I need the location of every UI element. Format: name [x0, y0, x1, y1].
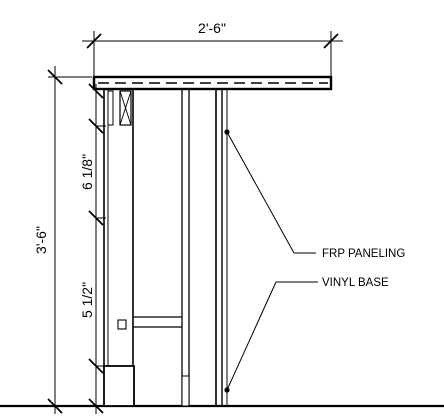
height-dimension: 3'-6": [33, 66, 92, 414]
lower-detail-label: 5 1/2": [79, 282, 95, 318]
base-block: [103, 365, 135, 407]
detail-dimensions: 6 1/8" 5 1/2": [79, 83, 106, 414]
small-square: [117, 319, 127, 330]
top-blocking: [107, 90, 132, 126]
frp-paneling-label: FRP PANELING: [322, 248, 405, 260]
frp-callout: FRP PANELING: [224, 129, 405, 260]
countertop: [92, 75, 333, 91]
top-dimension: 2'-6": [82, 20, 343, 76]
overall-height-label: 3'-6": [33, 226, 49, 254]
cabinet-front: [103, 89, 134, 406]
top-width-label: 2'-6": [198, 20, 226, 36]
upper-detail-label: 6 1/8": [79, 154, 95, 190]
vinyl-callout: VINYL BASE: [224, 277, 389, 393]
vinyl-base-label: VINYL BASE: [322, 277, 389, 289]
center-partition: [181, 89, 190, 407]
back-wall: [215, 89, 228, 406]
shelf: [133, 316, 182, 328]
